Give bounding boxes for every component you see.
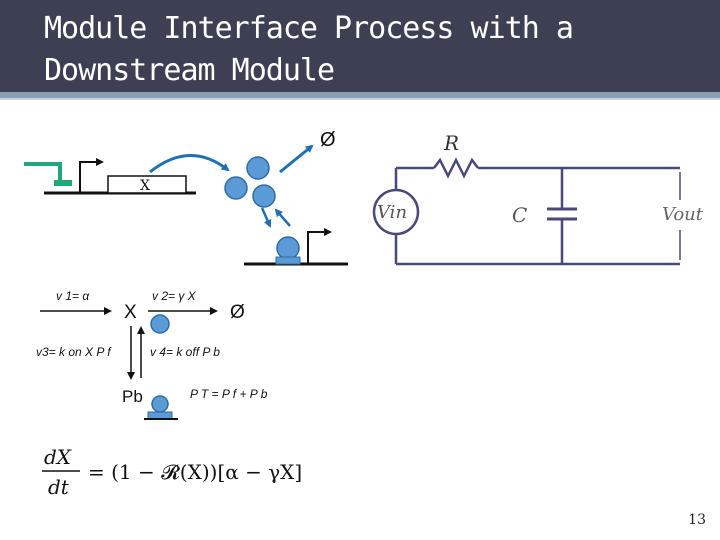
rate-v1-label: v 1= α — [56, 289, 90, 303]
slide-title: Module Interface Process with a Downstre… — [44, 11, 574, 88]
rate-v4-label: v 4= k off P b — [150, 345, 220, 359]
equation-numerator: dX — [44, 445, 72, 469]
reaction-diagram: v 1= α v 2= γ X X Ø v3= k on X P f v 4= … — [36, 289, 268, 420]
rate-v2-label: v 2= γ X — [152, 289, 197, 303]
species-x: X — [124, 302, 137, 323]
binding-site-icon — [275, 256, 301, 265]
resistor-label: R — [443, 131, 459, 155]
unbinding-arrow-icon — [274, 208, 291, 227]
title-bar — [0, 0, 720, 92]
slide-number: 13 — [688, 512, 706, 528]
expression-arrow-icon — [149, 154, 230, 174]
voltage-source-label: Vin — [377, 202, 407, 223]
promoter-arrow-icon — [79, 158, 104, 193]
title-accent-line — [0, 98, 720, 100]
degradation-symbol-reaction: Ø — [230, 302, 245, 323]
gene-module-diagram: X Ø — [24, 129, 348, 266]
rc-circuit: R Vin C Vout — [372, 131, 704, 266]
gene-label: X — [140, 178, 150, 194]
green-promoter-icon — [24, 162, 62, 180]
protein-x-icon — [252, 184, 276, 208]
equation-rhs: = (1 − 𝓡(X))[α − γX] — [88, 460, 302, 484]
output-voltage-label: Vout — [662, 204, 704, 225]
protein-pf-icon — [150, 314, 170, 334]
binding-site-pb-icon — [147, 411, 173, 420]
protein-x-icon — [246, 156, 270, 180]
conservation-law: P T = P f + P b — [190, 387, 268, 401]
bound-protein-pb-icon — [151, 395, 169, 413]
degradation-symbol: Ø — [320, 129, 336, 151]
gene-box — [107, 175, 187, 194]
resistor-icon — [433, 157, 479, 179]
title-accent-bar — [0, 92, 720, 98]
downstream-promoter-arrow-icon — [307, 228, 332, 264]
capacitor-label: C — [512, 203, 527, 227]
green-operator-icon — [54, 180, 72, 186]
species-pb: Pb — [122, 387, 143, 406]
ode-equation: dX dt = (1 − 𝓡(X))[α − γX] — [42, 445, 302, 499]
rate-v3-label: v3= k on X P f — [36, 345, 112, 359]
protein-x-icon — [224, 176, 248, 200]
bound-protein-icon — [276, 236, 300, 260]
degradation-arrow-icon — [279, 144, 314, 174]
equation-denominator: dt — [48, 475, 70, 499]
binding-arrow-icon — [260, 207, 272, 228]
